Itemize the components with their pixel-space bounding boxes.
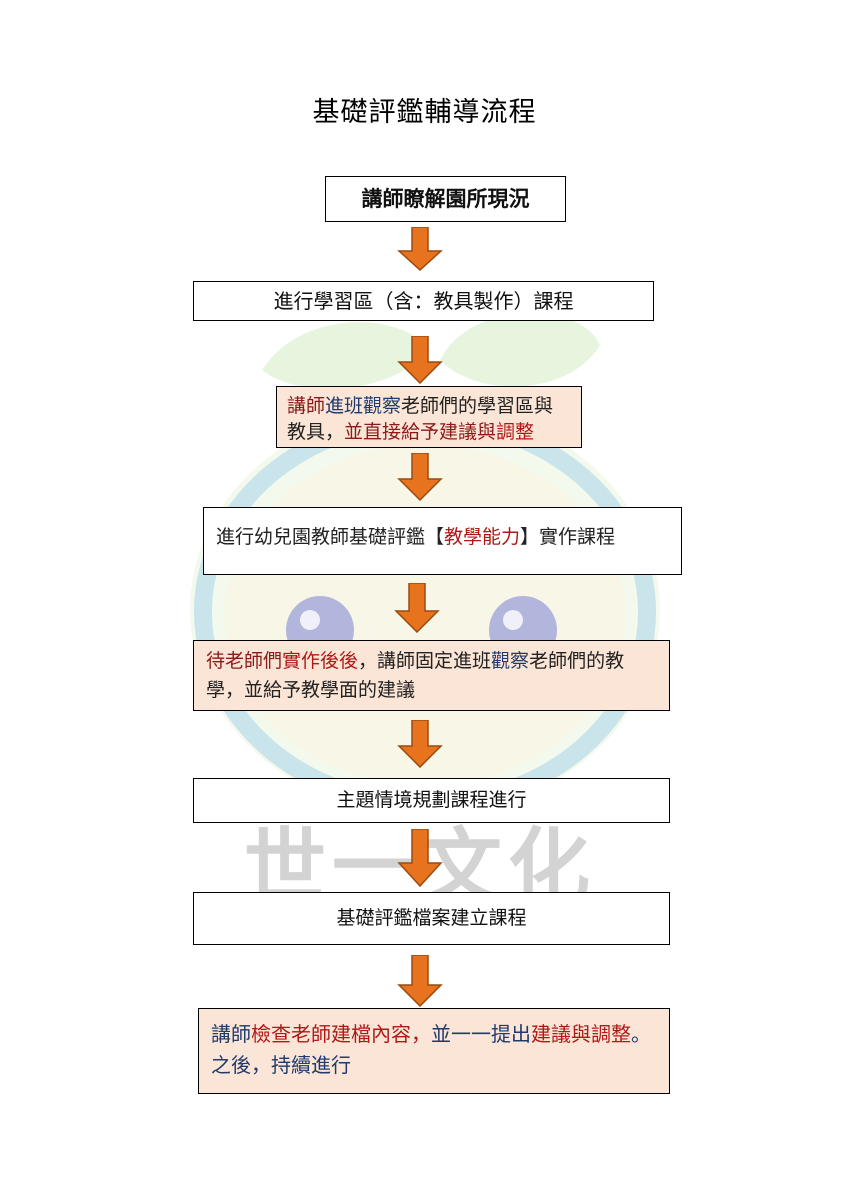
flow-step-text-segment: 進行學習區（含：教具製作）課程 — [273, 288, 574, 313]
flow-step-text: 講師瞭解園所現況 — [362, 185, 530, 214]
down-arrow-icon — [397, 336, 443, 384]
down-arrow-icon — [397, 453, 443, 501]
flow-step-text: 進行學習區（含：教具製作）課程 — [274, 287, 574, 316]
flow-step-text-segment: 】實作課程 — [520, 525, 616, 548]
page-title: 基礎評鑑輔導流程 — [312, 97, 537, 128]
flow-step-text-segment: 檢查老師建檔內容， — [251, 1022, 431, 1046]
flow-step-text-segment: ，講師固定進班 — [358, 650, 492, 672]
flow-step-text-segment: 主題情境規劃課程進行 — [336, 789, 527, 811]
flow-step-text: 進行幼兒園教師基礎評鑑【教學能力】實作課程 — [216, 523, 615, 552]
flow-step-text: 講師檢查老師建檔內容，並一一提出建議與調整。之後，持續進行 — [211, 1022, 651, 1077]
flow-step-text-segment: 講師 — [211, 1022, 251, 1046]
watermark-eye-right-shine — [503, 610, 523, 630]
flow-step-text-segment: 講師 — [287, 395, 326, 417]
flow-step-8: 講師檢查老師建檔內容，並一一提出建議與調整。之後，持續進行 — [198, 1008, 670, 1094]
flow-step-text-segment: 進行幼兒園教師基礎評鑑【 — [216, 525, 445, 548]
flow-step-text-segment: 待老師們 — [206, 650, 283, 672]
flow-step-6: 主題情境規劃課程進行 — [193, 778, 670, 823]
flow-step-3: 講師進班觀察老師們的學習區與教具，並直接給予建議與調整 — [276, 386, 582, 448]
flow-step-text-segment: 進班觀察 — [325, 395, 402, 417]
flow-step-text: 基礎評鑑檔案建立課程 — [336, 904, 526, 933]
flow-step-text-segment: 觀察 — [491, 650, 530, 672]
flow-step-text: 待老師們實作後後，講師固定進班觀察老師們的教學，並給予教學面的建議 — [206, 650, 624, 701]
flow-step-1: 講師瞭解園所現況 — [325, 176, 566, 222]
down-arrow-icon — [397, 227, 443, 271]
flow-step-text-segment: 老師們的教學，並給予教學面的建議 — [206, 650, 625, 701]
flow-step-text-segment: 教學能力 — [444, 525, 521, 548]
down-arrow-icon — [394, 583, 440, 633]
down-arrow-icon — [397, 955, 443, 1007]
flow-step-5: 待老師們實作後後，講師固定進班觀察老師們的教學，並給予教學面的建議 — [193, 640, 670, 711]
flow-step-text-segment: 。之後，持續進行 — [211, 1022, 651, 1077]
flow-step-text-segment: 建議與調整 — [531, 1022, 631, 1046]
flow-step-text-segment: 講師瞭解園所現況 — [361, 186, 530, 211]
watermark-leaf-right — [440, 312, 600, 387]
flow-step-text-segment: 老師們的學習區與教具， — [287, 395, 554, 443]
watermark-eye-left-shine — [300, 610, 320, 630]
flow-step-4: 進行幼兒園教師基礎評鑑【教學能力】實作課程 — [203, 507, 682, 575]
flow-step-2: 進行學習區（含：教具製作）課程 — [193, 281, 654, 321]
flow-step-text-segment: 並直接給予建議與 — [344, 421, 497, 443]
flow-step-text: 講師進班觀察老師們的學習區與教具，並直接給予建議與調整 — [287, 395, 553, 443]
flow-step-text: 主題情境規劃課程進行 — [336, 786, 526, 815]
flow-step-text-segment: 實作後後 — [282, 650, 359, 672]
down-arrow-icon — [397, 829, 443, 887]
flow-step-text-segment: 並一一提出 — [431, 1022, 531, 1046]
down-arrow-icon — [397, 720, 443, 768]
flow-step-7: 基礎評鑑檔案建立課程 — [193, 892, 670, 945]
flow-step-text-segment: 調整 — [496, 421, 535, 443]
flow-step-text-segment: 基礎評鑑檔案建立課程 — [336, 907, 527, 929]
